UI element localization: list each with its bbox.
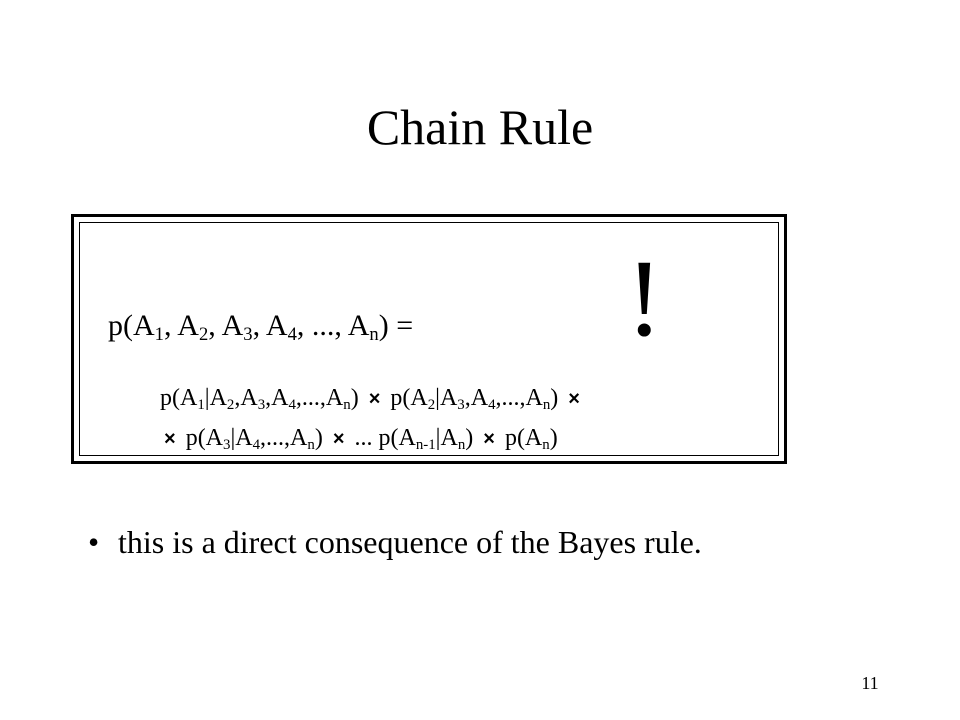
slide-title: Chain Rule [366,99,594,155]
formula-lhs: p(A1, A2, A3, A4, ..., An) = [108,309,414,346]
formula-rhs-line-1: p(A1|A2,A3,A4,...,An) × p(A2|A3,A4,...,A… [160,385,580,414]
formula-box [71,214,787,464]
bullet-item: • this is a direct consequence of the Bay… [88,518,702,566]
exclamation-mark: ! [626,237,663,359]
formula-box-inner-border [79,222,779,456]
bullet-text: this is a direct consequence of the Baye… [118,524,702,560]
page-number: 11 [861,673,879,693]
bullet-icon: • [88,524,100,560]
formula-rhs-line-2: × p(A3|A4,...,An) × ... p(An-1|An) × p(A… [164,425,558,454]
